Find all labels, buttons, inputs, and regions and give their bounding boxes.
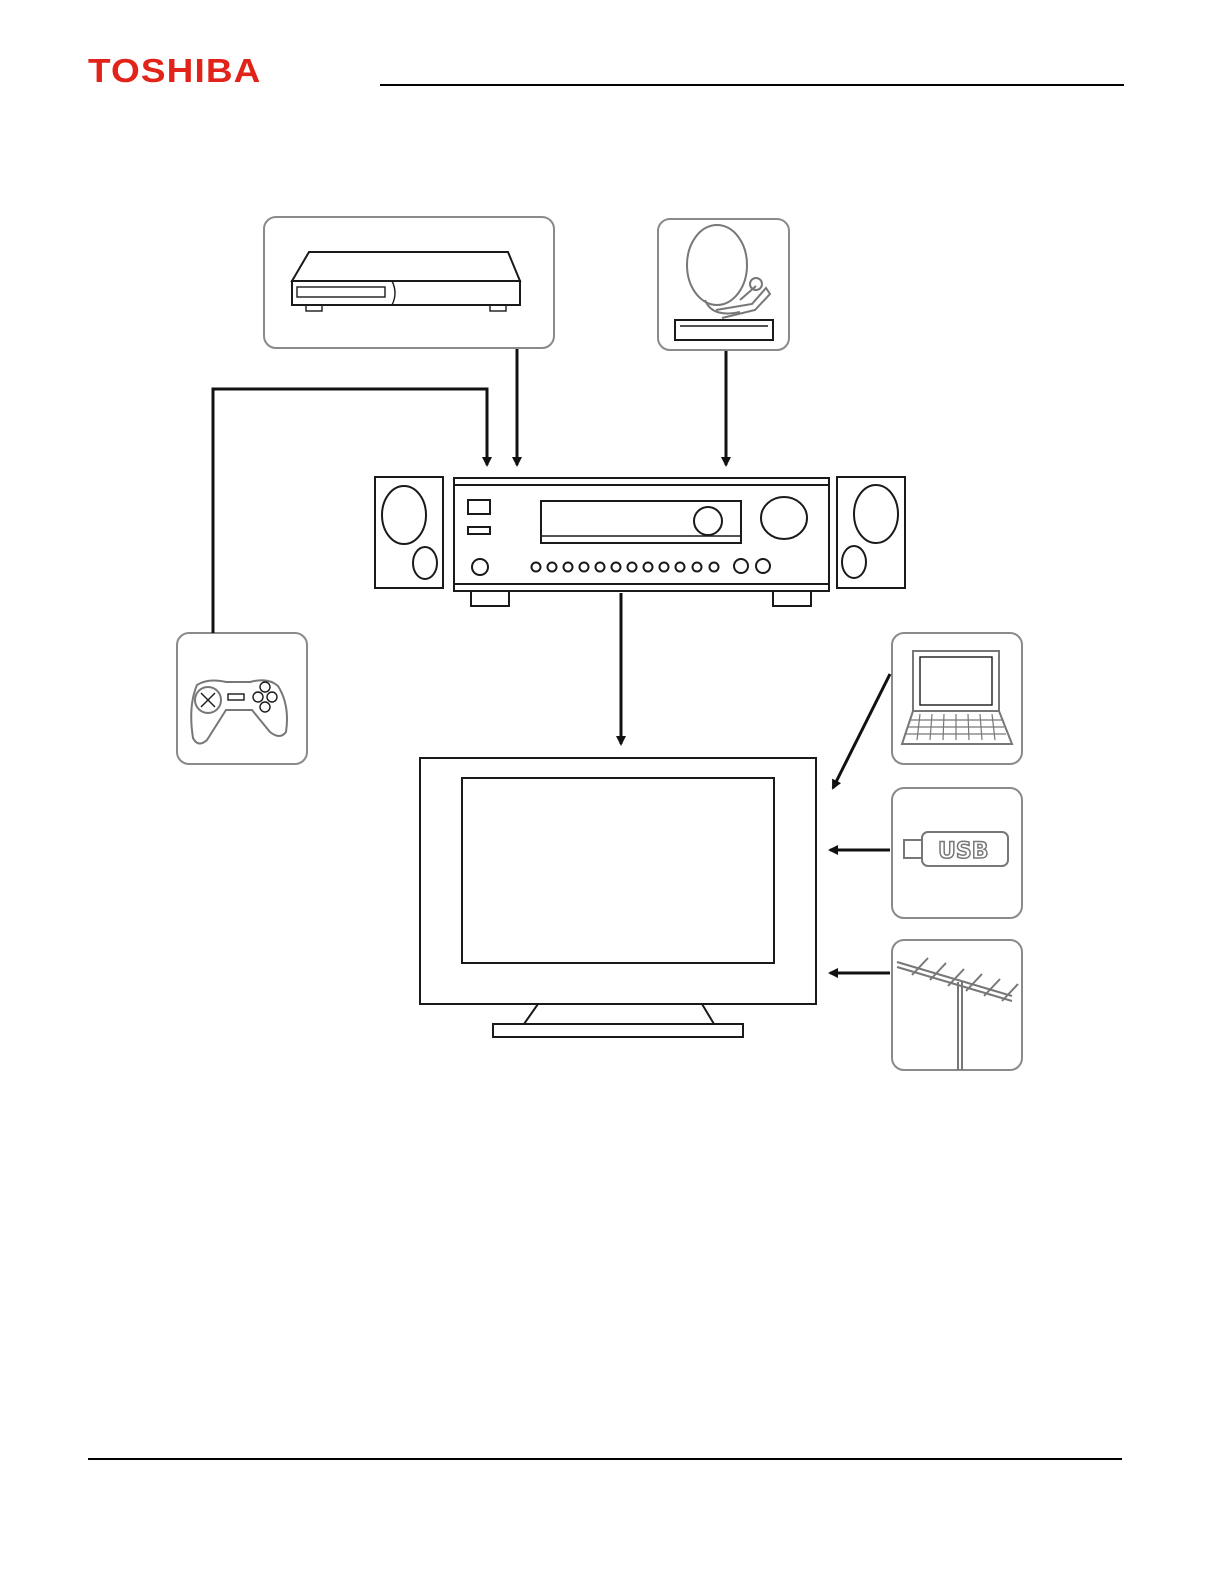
dvd-player-icon	[264, 217, 554, 348]
left-speaker-icon	[375, 477, 443, 588]
satellite-dish-icon	[658, 219, 789, 350]
game-to-receiver-wire	[213, 389, 487, 633]
right-speaker-icon	[837, 477, 905, 588]
tv-icon	[420, 758, 816, 1037]
usb-drive-icon: USB	[892, 788, 1022, 918]
gamepad-icon	[177, 633, 307, 764]
antenna-icon	[892, 940, 1022, 1070]
laptop-icon	[892, 633, 1022, 764]
footer-divider	[88, 1458, 1122, 1460]
av-receiver-icon	[454, 478, 829, 606]
connection-wires	[213, 349, 890, 973]
laptop-to-tv-wire	[833, 674, 890, 788]
usb-label: USB	[938, 839, 988, 864]
